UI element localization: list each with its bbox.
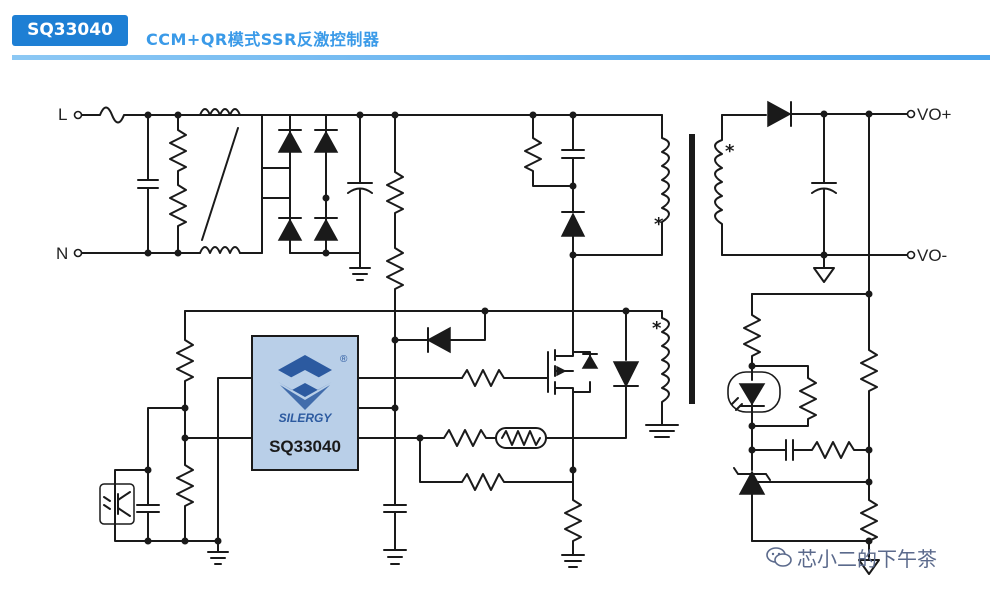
cs-ground-wire [217, 377, 253, 542]
secondary-feedback [727, 113, 880, 575]
header-title: CCM+QR模式SSR反激控制器 [146, 30, 380, 49]
input-terminals: L N [56, 105, 83, 263]
terminal-vo-pos [906, 109, 916, 119]
discharge-resistors [169, 114, 187, 254]
header-rule [12, 55, 990, 60]
watermark: 芯小二的下午茶 [797, 547, 937, 571]
optocoupler-transistor [99, 469, 160, 542]
cs-resistor [419, 437, 574, 491]
terminal-vo-neg-label: VO- [917, 246, 947, 265]
sense-resistor [561, 469, 585, 568]
aux-winding: * [484, 310, 679, 438]
terminal-l [73, 110, 83, 120]
bridge-rectifier [261, 114, 393, 254]
chip-logo-text: SILERGY [279, 411, 333, 425]
transformer-core [689, 134, 695, 404]
header-badge: SQ33040 [12, 15, 128, 46]
chip-ground [114, 469, 229, 565]
rcd-snubber [524, 114, 586, 256]
svg-text:*: * [725, 141, 735, 162]
vcc-capacitor [383, 504, 407, 565]
fb-resistor-bottom [147, 437, 194, 542]
zcd-resistor [419, 429, 497, 447]
fuse [81, 106, 263, 124]
x-capacitor [137, 114, 159, 254]
startup-resistors [386, 114, 404, 506]
header-badge-label: SQ33040 [27, 20, 113, 40]
fb-resistor-top [147, 310, 194, 471]
optocoupler-led [727, 371, 781, 413]
transformer-secondary: * [714, 100, 909, 256]
wechat-icon [766, 547, 792, 567]
zcd-diode [612, 361, 640, 388]
terminal-vo-neg [906, 250, 916, 260]
junction-dots [144, 110, 873, 545]
common-mode-choke [197, 108, 263, 254]
output-capacitor [811, 113, 837, 256]
terminal-n [73, 248, 83, 258]
terminal-l-label: L [58, 105, 67, 124]
chip-part-number: SQ33040 [269, 437, 341, 456]
gate-resistor [461, 369, 539, 387]
vcc-diode [426, 326, 451, 354]
terminal-vo-pos-label: VO+ [917, 105, 952, 124]
bulk-capacitor [347, 114, 373, 281]
chip-registered-mark: ® [340, 354, 348, 365]
mosfet [537, 254, 599, 471]
zcd-diode-return [545, 385, 639, 439]
secondary-ground [813, 254, 835, 283]
controller-chip: ® SILERGY SQ33040 [251, 335, 359, 471]
terminal-n-label: N [56, 244, 68, 263]
vcc-diode-wire [427, 310, 486, 353]
thermistor [495, 427, 547, 449]
svg-text:*: * [654, 214, 664, 235]
thermistor-element [501, 430, 541, 446]
output-terminals: VO+ VO- [906, 105, 952, 265]
svg-text:*: * [652, 318, 662, 339]
transformer-primary: * [572, 114, 670, 256]
